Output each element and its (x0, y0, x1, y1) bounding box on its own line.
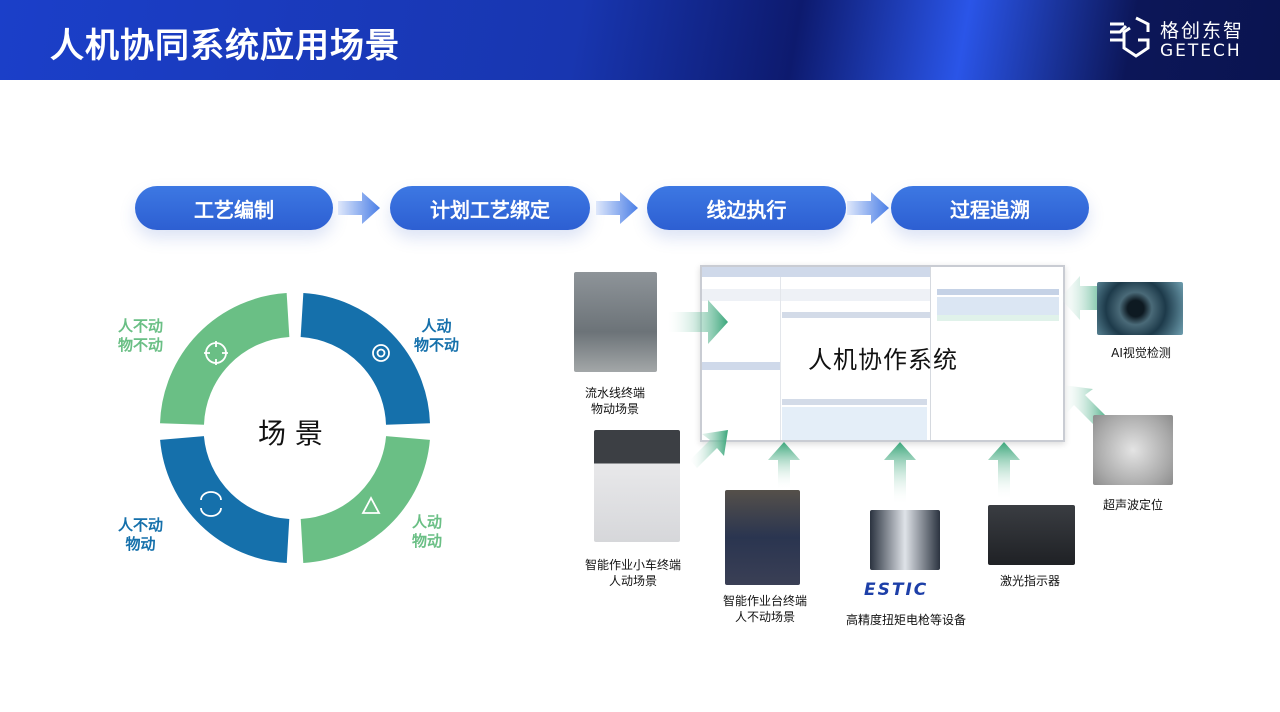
estic-logo: ESTIC (864, 580, 929, 600)
header-banner: 人机协同系统应用场景 格创东智 GETECH (0, 0, 1280, 80)
caption-ai-vision: AI视觉检测 (1111, 346, 1171, 360)
system-title: 人机协作系统 (808, 346, 958, 374)
getech-logo-icon (1110, 16, 1150, 58)
getech-logo: 格创东智 GETECH (1108, 14, 1242, 64)
gear-icon (372, 344, 390, 362)
smart-cart-photo (594, 430, 680, 542)
arrow-icon (884, 442, 916, 505)
caption-line: 流水线终端 (584, 386, 646, 400)
caption-line: 智能作业台终端 (722, 594, 808, 608)
label-line: 人不动 (118, 317, 164, 335)
caption-ultrasonic: 超声波定位 (1102, 498, 1164, 512)
arrow-right-icon (596, 192, 638, 224)
page-title: 人机协同系统应用场景 (50, 26, 400, 66)
label-line: 人动 (412, 513, 443, 531)
label-line: 物动 (412, 532, 443, 550)
ring-segment-both-move (300, 435, 430, 563)
caption-line: 物动场景 (590, 402, 640, 416)
arrow-right-icon (847, 192, 889, 224)
logo-text-cn: 格创东智 (1160, 20, 1245, 42)
label-object-moves: 人不动物动 (118, 516, 163, 554)
arrow-right-icon (338, 192, 380, 224)
step-craft-editing: 工艺编制 (135, 186, 333, 230)
scene-ring (160, 293, 430, 563)
arrow-icon (768, 442, 800, 490)
ring-segment-static (160, 293, 291, 426)
caption-torque: 高精度扭矩电枪等设备 (845, 613, 967, 627)
step-line-execution: 线边执行 (647, 186, 846, 230)
ring-center-label: 场 景 (258, 417, 323, 450)
target-icon (204, 341, 228, 365)
caption-laser: 激光指示器 (999, 574, 1061, 588)
caption-line: 人不动场景 (734, 610, 796, 624)
arrow-icon (988, 442, 1020, 500)
label-line: 人不动 (118, 516, 164, 534)
caption-workbench: 智能作业台终端人不动场景 (723, 593, 807, 625)
label-both-move: 人动物动 (412, 513, 442, 551)
triangle-nodes-icon (361, 496, 381, 514)
laser-pointer-photo (988, 505, 1075, 565)
caption-line: 智能作业小车终端 (584, 558, 682, 572)
caption-smart-cart: 智能作业小车终端人动场景 (585, 557, 681, 589)
caption-line: 人动场景 (608, 574, 658, 588)
cycle-icon (200, 491, 222, 517)
smart-workbench-photo (725, 490, 800, 585)
system-screenshot (700, 265, 1065, 442)
torque-gun-photo (870, 510, 940, 570)
label-line: 物动 (125, 535, 156, 553)
ring-segment-person-moves (299, 293, 430, 426)
label-line: 物不动 (118, 336, 164, 354)
ai-vision-photo (1097, 282, 1183, 335)
step-traceability: 过程追溯 (891, 186, 1089, 230)
label-line: 人动 (421, 317, 452, 335)
assembly-line-terminal-photo (574, 272, 657, 372)
ultrasonic-positioning-photo (1093, 415, 1173, 485)
logo-text-en: GETECH (1160, 41, 1242, 61)
label-line: 物不动 (414, 336, 460, 354)
screen-toolbar (702, 267, 930, 277)
caption-line-terminal: 流水线终端物动场景 (585, 385, 645, 417)
step-plan-binding: 计划工艺绑定 (390, 186, 590, 230)
ring-segment-object-moves (160, 435, 290, 563)
label-person-moves: 人动物不动 (414, 317, 459, 355)
label-static: 人不动物不动 (118, 317, 163, 355)
